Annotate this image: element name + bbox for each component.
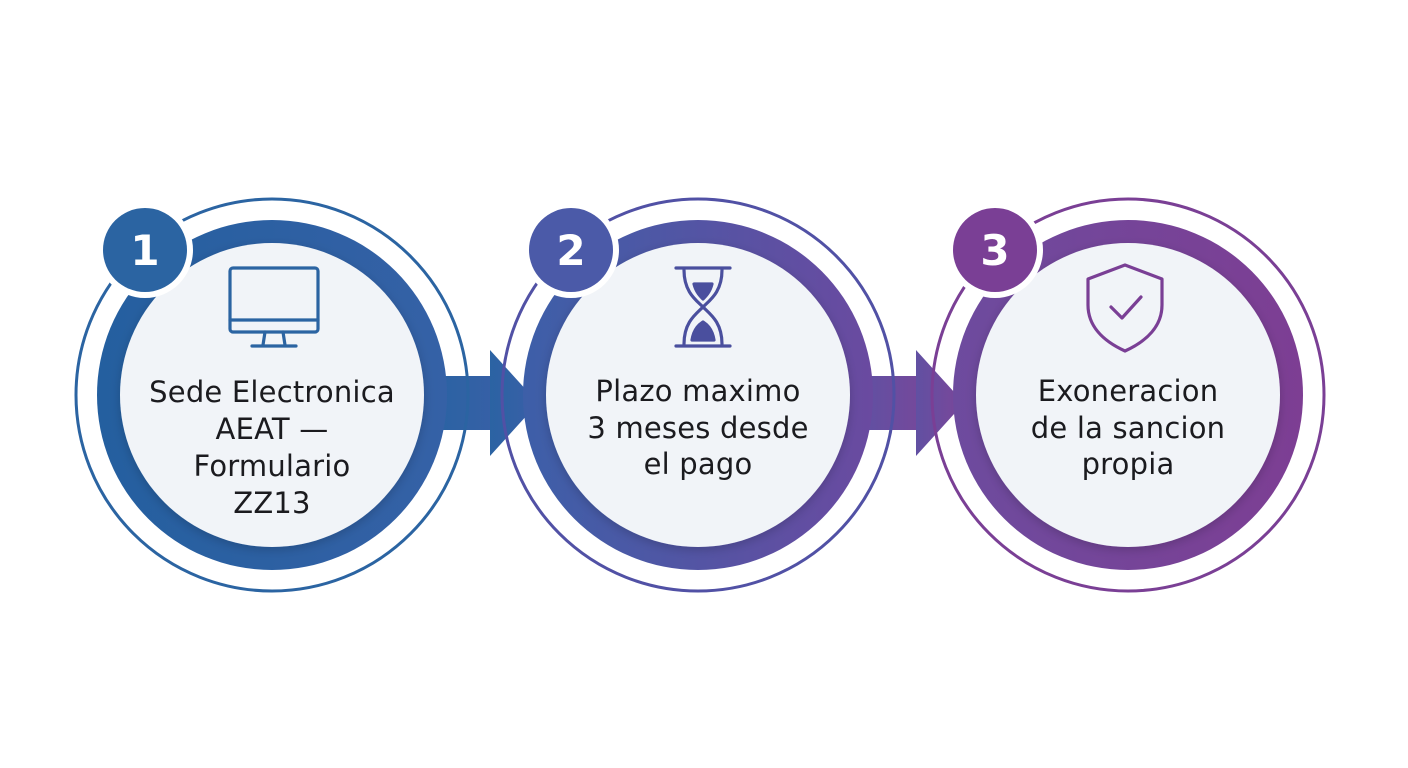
step-3-label: Exoneracion de la sancion propia — [1030, 373, 1226, 482]
step-3-badge — [953, 208, 1037, 292]
step-1-circle — [120, 243, 424, 547]
step-2 — [500, 197, 896, 593]
step-2-badge — [529, 208, 613, 292]
step-2-outer-ring — [500, 197, 896, 593]
shield-check-icon — [1086, 263, 1164, 353]
step-3-number: 3 — [980, 225, 1010, 275]
hourglass-icon — [674, 266, 732, 348]
step-1-label: Sede Electronica AEAT — Formulario ZZ13 — [149, 375, 395, 520]
step-2-label-box: Plazo maximo 3 meses desde el pago — [548, 368, 848, 488]
step-2-label: Plazo maximo 3 meses desde el pago — [587, 373, 809, 482]
step-1 — [74, 197, 470, 593]
step-3-circle — [976, 243, 1280, 547]
step-1-number: 1 — [130, 225, 160, 275]
step-1-outer-ring — [74, 197, 470, 593]
arrow-2-to-3 — [866, 350, 964, 456]
step-1-label-box: Sede Electronica AEAT — Formulario ZZ13 — [122, 368, 422, 528]
step-3-outer-ring — [930, 197, 1326, 593]
monitor-icon — [228, 266, 320, 348]
step-1-badge — [103, 208, 187, 292]
step-3 — [930, 197, 1326, 593]
step-2-number: 2 — [556, 225, 586, 275]
step-3-label-box: Exoneracion de la sancion propia — [978, 368, 1278, 488]
step-2-circle — [546, 243, 850, 547]
